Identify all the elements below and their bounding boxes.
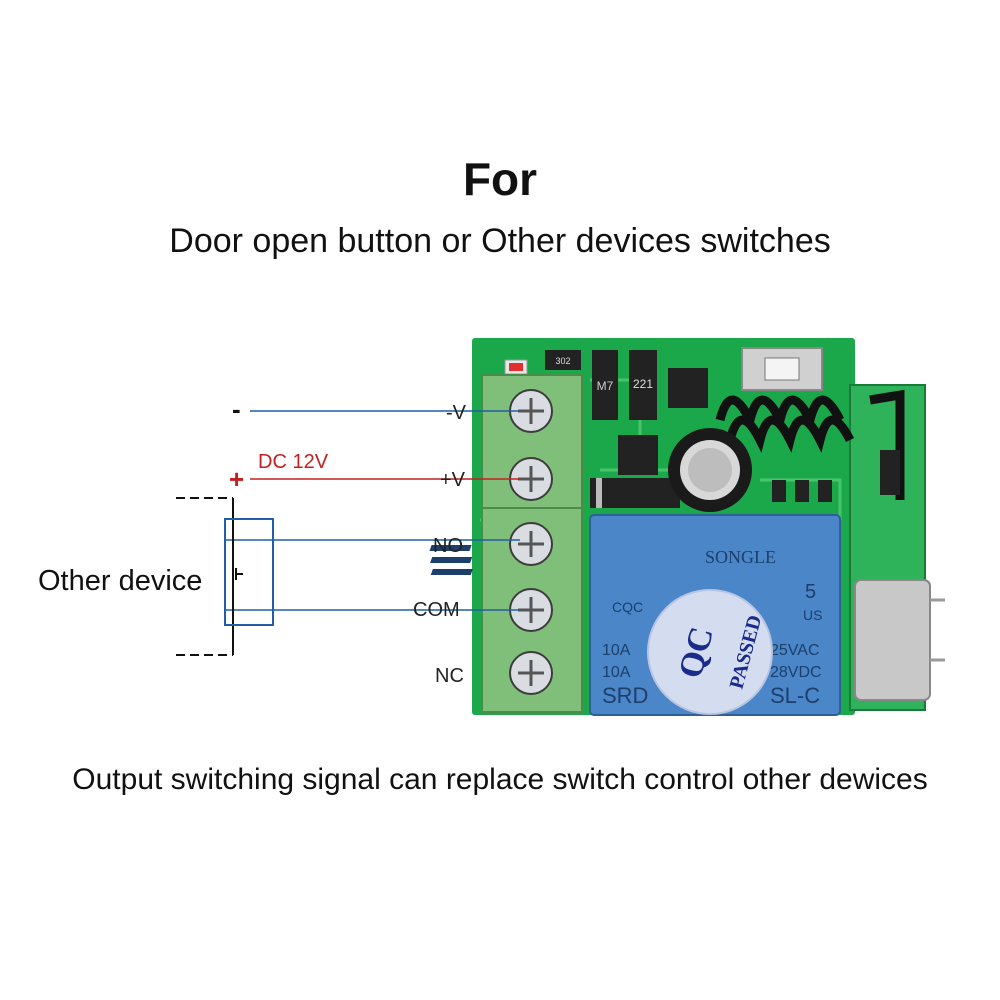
terminal-label-nc: NC bbox=[435, 665, 464, 687]
songle-logo bbox=[429, 545, 473, 575]
smd-label: 302 bbox=[555, 356, 570, 366]
device-switch-box bbox=[224, 518, 274, 626]
device-label: Other device bbox=[38, 565, 203, 597]
learn-button bbox=[741, 347, 823, 391]
terminal-label-minus-v: -V bbox=[446, 402, 467, 424]
diode-top bbox=[592, 350, 618, 420]
relay-rating-right-1: 25VAC bbox=[770, 642, 820, 659]
relay-number: 5 bbox=[805, 581, 816, 603]
relay-rating-left-2: 10A bbox=[602, 664, 631, 681]
page-subtitle: Door open button or Other devices switch… bbox=[169, 222, 831, 260]
diode-top-label: M7 bbox=[597, 379, 614, 393]
smd-chip bbox=[545, 350, 581, 370]
relay-model-left: SRD bbox=[602, 683, 648, 708]
minus-sign: - bbox=[232, 394, 241, 424]
terminal-label-plus-v: +V bbox=[440, 469, 466, 491]
plus-sign: + bbox=[229, 464, 244, 494]
led-pads bbox=[504, 359, 528, 375]
terminal-label-com: COM bbox=[413, 599, 460, 621]
supply-label: DC 12V bbox=[258, 451, 329, 473]
relay-brand: SONGLE bbox=[705, 547, 776, 567]
resistor-label: 221 bbox=[633, 377, 653, 391]
terminal-label-no: NO bbox=[433, 535, 463, 557]
crystal bbox=[854, 579, 931, 701]
ic-chip bbox=[618, 435, 658, 475]
relay-rating-left-1: 10A bbox=[602, 642, 631, 659]
transistors bbox=[772, 480, 832, 502]
relay-us: US bbox=[803, 607, 822, 623]
resistor bbox=[629, 350, 657, 420]
device-bracket bbox=[176, 497, 234, 656]
module-pins bbox=[930, 598, 945, 662]
antenna-connector bbox=[880, 450, 900, 495]
screw-slots bbox=[518, 398, 544, 686]
footer-caption: Output switching signal can replace swit… bbox=[72, 763, 928, 796]
relay-cqc: CQC bbox=[612, 599, 643, 615]
qc-sticker bbox=[647, 589, 773, 715]
diode-bottom bbox=[590, 478, 680, 508]
switch-symbol bbox=[235, 568, 243, 580]
relay-model-right: SL-C bbox=[770, 683, 820, 708]
regulator bbox=[668, 368, 708, 408]
page-title: For bbox=[462, 153, 538, 205]
relay-rating-right-2: 28VDC bbox=[770, 664, 822, 681]
